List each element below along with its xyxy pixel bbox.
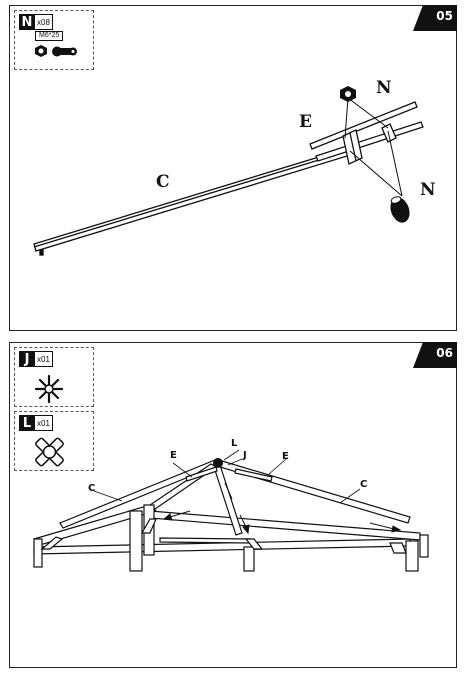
part-tag: N x08: [19, 14, 53, 30]
callout-c: C: [156, 172, 170, 192]
bolt-icon: [390, 196, 410, 223]
step-number-tab: 06: [413, 342, 457, 368]
callout-e: E: [299, 112, 312, 132]
star-connector-icon: [34, 374, 64, 404]
bolt-nut-icon: [35, 45, 77, 57]
step-05-illustration: [33, 86, 424, 256]
callout-c-right: C: [360, 479, 368, 490]
step-06-panel: 06 J x01 L x01: [9, 342, 457, 668]
callout-n-bottom: N: [420, 180, 436, 200]
part-letter: J: [19, 351, 35, 367]
callout-e-left: E: [170, 450, 177, 461]
step-06-illustration: [32, 449, 429, 572]
step-number-tab: 05: [413, 5, 457, 31]
callout-j: J: [243, 450, 247, 461]
part-spec: M6*25: [35, 31, 64, 41]
part-letter: L: [19, 415, 35, 431]
parts-box-n: N x08 M6*25: [14, 10, 94, 70]
callout-e-right: E: [282, 451, 289, 462]
callout-c-left: C: [88, 483, 96, 494]
step-05-panel: 05 N x08 M6*25: [9, 5, 457, 331]
callout-n-top: N: [376, 78, 392, 98]
parts-box-l: L x01: [14, 411, 94, 471]
part-letter: N: [19, 14, 35, 30]
part-tag: J x01: [19, 351, 53, 367]
callout-l: L: [231, 438, 238, 449]
step-number: 06: [436, 346, 453, 360]
part-quantity: x01: [35, 351, 53, 367]
cross-cap-icon: [35, 437, 64, 467]
part-quantity: x08: [35, 14, 53, 30]
part-tag: L x01: [19, 415, 53, 431]
parts-box-j: J x01: [14, 347, 94, 407]
step-number: 05: [436, 9, 453, 23]
nut-icon: [340, 86, 356, 102]
part-quantity: x01: [35, 415, 53, 431]
